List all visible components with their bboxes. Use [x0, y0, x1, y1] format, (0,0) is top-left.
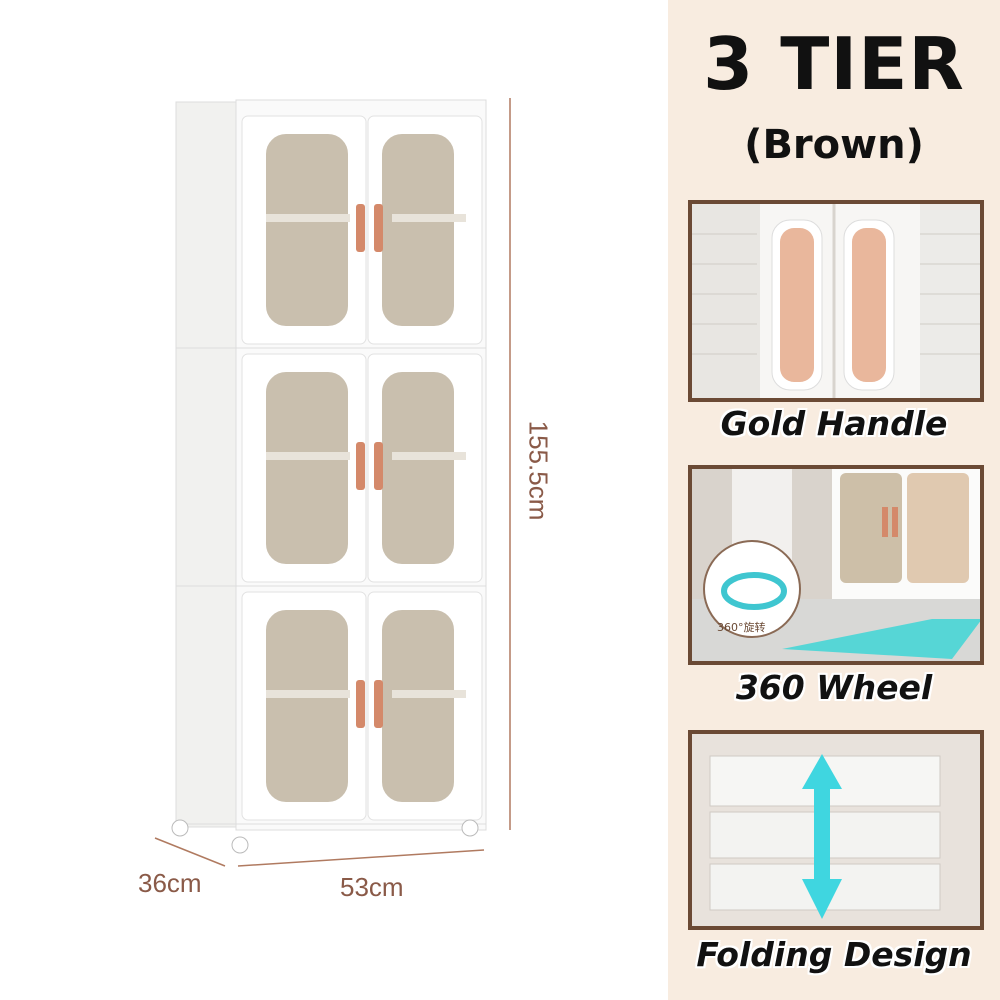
- color-subtitle: (Brown): [744, 122, 924, 168]
- handle: [356, 442, 365, 490]
- wheel-icon: [692, 469, 980, 661]
- wheel-photo: 360°旋转: [688, 465, 984, 665]
- handle: [374, 680, 383, 728]
- handle: [374, 442, 383, 490]
- depth-label: 36cm: [138, 868, 202, 898]
- tier-title: 3 TIER: [703, 22, 965, 106]
- handle: [374, 204, 383, 252]
- gold-handle-photo: [688, 200, 984, 402]
- cabinet-side: [175, 101, 239, 828]
- glass-pane: [378, 130, 458, 330]
- glass-pane: [262, 606, 352, 806]
- handle: [356, 680, 365, 728]
- glass-pane: [262, 130, 352, 330]
- folding-icon: [709, 754, 941, 919]
- folding-caption: Folding Design: [696, 935, 972, 974]
- glass-pane: [262, 368, 352, 568]
- gold-handle-caption: Gold Handle: [720, 404, 948, 443]
- wheel: [461, 819, 479, 837]
- wheel: [231, 836, 249, 854]
- cabinet-illustration: [154, 98, 511, 867]
- folding-photo: [688, 730, 984, 930]
- wheel-caption: 360 Wheel: [735, 668, 933, 707]
- handle: [356, 204, 365, 252]
- width-dimension-line: [237, 849, 485, 867]
- glass-pane: [378, 368, 458, 568]
- rotation-badge: 360°旋转: [717, 621, 766, 634]
- height-label: 155.5cm: [523, 420, 554, 521]
- depth-dimension-line: [154, 837, 226, 867]
- handle-closeup-icon: [692, 204, 980, 398]
- wheel: [171, 819, 189, 837]
- width-label: 53cm: [340, 872, 404, 902]
- glass-pane: [378, 606, 458, 806]
